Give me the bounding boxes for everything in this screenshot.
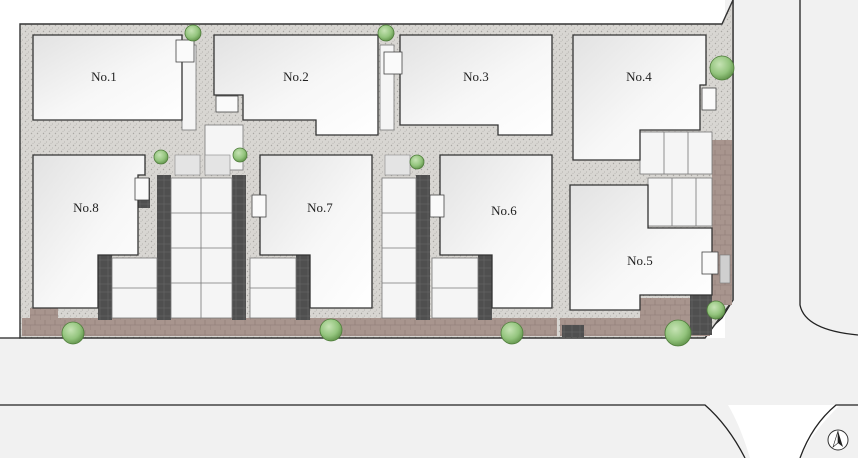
tree-icon [500,321,524,345]
tree-icon [706,300,726,320]
house-no7 [259,154,373,309]
tree-icon [664,319,692,347]
tree-icon [184,24,202,42]
tree-icon [232,147,248,163]
trees [61,24,735,347]
tree-icon [153,149,169,165]
lot-label-no3: No.3 [463,69,489,84]
lot-label-no5: No.5 [627,253,653,268]
house-no8 [32,154,146,309]
lot-labels: No.1 No.2 No.3 No.4 No.5 No.6 No.7 No.8 [73,69,653,268]
house-no1 [32,34,183,121]
house-no4 [572,34,707,161]
tree-icon [61,321,85,345]
tree-icon [409,154,425,170]
tree-icon [709,55,735,81]
lot-label-no4: No.4 [626,69,652,84]
houses [32,34,713,311]
porches [134,39,719,275]
tree-icon [377,24,395,42]
house-no6 [439,154,553,309]
house-no3 [399,34,553,136]
lot-label-no7: No.7 [307,200,333,215]
house-no5 [569,184,713,311]
north-arrow-icon [827,429,849,451]
garden-features [174,154,731,284]
lot-label-no1: No.1 [91,69,117,84]
lot-label-no6: No.6 [491,203,517,218]
lot-label-no2: No.2 [283,69,309,84]
tree-icon [319,318,343,342]
house-no2 [213,34,379,136]
lot-label-no8: No.8 [73,200,99,215]
